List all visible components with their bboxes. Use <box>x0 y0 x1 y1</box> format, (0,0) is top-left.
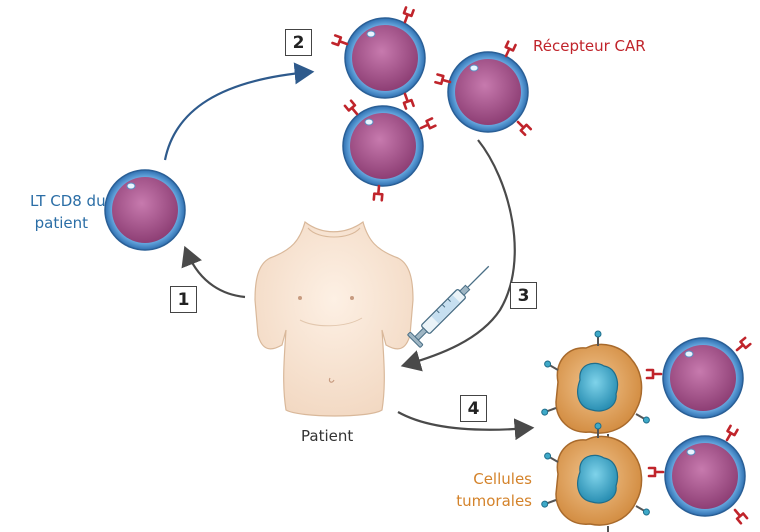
step-2-box: 2 <box>285 29 312 56</box>
car-t-cell-bottom <box>342 99 437 202</box>
step-1-box: 1 <box>170 286 197 313</box>
tumor-cell-bottom <box>539 422 652 532</box>
lt-cd8-label: LT CD8 du patient <box>30 190 106 234</box>
car-t-cell-bound-bottom <box>647 424 749 525</box>
patient-label: Patient <box>301 427 354 445</box>
patient-lymphocyte <box>104 169 186 251</box>
arrow-1-extraction <box>181 245 246 299</box>
car-t-cell-top <box>331 6 426 110</box>
lt-cd8-label-line1: LT CD8 du <box>30 192 106 210</box>
step-3-box: 3 <box>510 282 537 309</box>
patient-torso <box>254 220 414 417</box>
arrow-4-attack <box>397 411 535 441</box>
tumor-cells-label-line1: Cellules <box>473 470 532 488</box>
syringe-icon <box>407 265 490 348</box>
tumor-cell-top <box>539 330 652 450</box>
car-t-cell-bound-top <box>645 336 752 419</box>
lt-cd8-label-line2: patient <box>34 214 88 232</box>
arrow-3-reinjection <box>400 139 516 372</box>
car-t-cell-right <box>434 40 533 137</box>
step-4-box: 4 <box>460 395 487 422</box>
tumor-cells-label-line2: tumorales <box>456 492 532 510</box>
arrow-2-modification <box>163 62 315 161</box>
car-receptor-label: Récepteur CAR <box>533 37 646 55</box>
tumor-cells-label: Cellules tumorales <box>452 468 532 512</box>
